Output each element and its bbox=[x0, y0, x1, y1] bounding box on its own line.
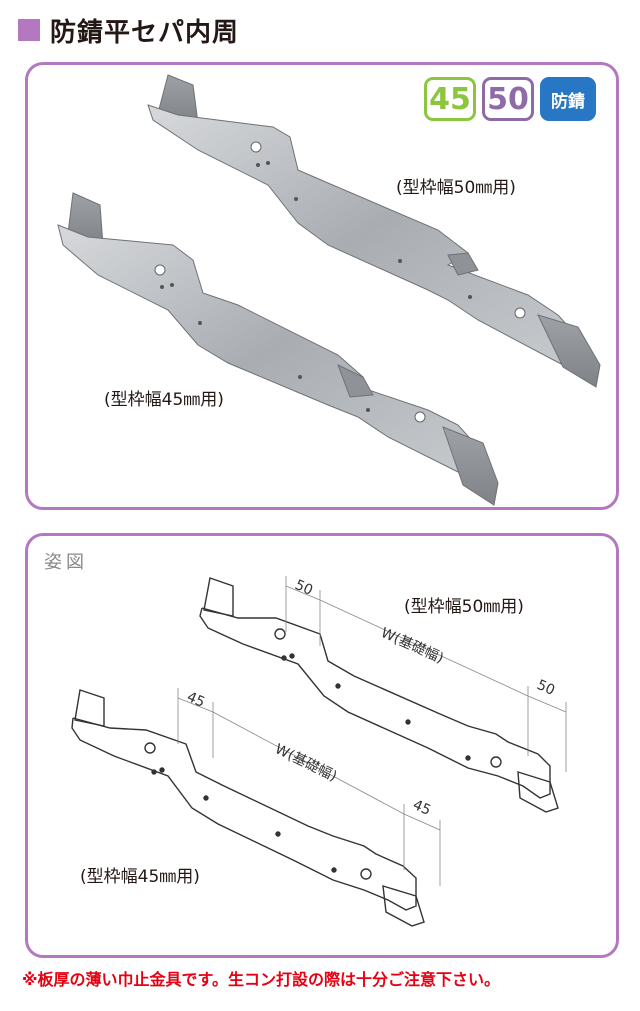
w-label-lower: W(基礎幅) bbox=[272, 740, 339, 785]
badge-rustproof: 防錆 bbox=[540, 77, 596, 121]
diagram-label-45: (型枠幅45㎜用) bbox=[80, 867, 200, 887]
photo-label-50: (型枠幅50㎜用) bbox=[396, 178, 516, 198]
w-label-upper: W(基礎幅) bbox=[378, 624, 446, 667]
spec-badges: 45 50 防錆 bbox=[424, 77, 596, 121]
bracket-45-drawing bbox=[71, 689, 425, 927]
diagram-label-50: (型枠幅50㎜用) bbox=[404, 597, 524, 617]
dim-45-left: 45 bbox=[184, 689, 207, 711]
dim-45-right: 45 bbox=[410, 797, 433, 819]
caution-note: ※板厚の薄い巾止金具です。生コン打設の際は十分ご注意下さい。 bbox=[22, 970, 500, 989]
product-photo-panel: 45 50 防錆 bbox=[25, 62, 619, 510]
bracket-45-photo bbox=[57, 192, 499, 506]
diagram-section-title: 姿図 bbox=[44, 552, 88, 573]
bracket-50-drawing bbox=[199, 577, 559, 813]
badge-45: 45 bbox=[424, 77, 476, 121]
product-photo bbox=[57, 74, 601, 506]
bracket-50-photo bbox=[147, 74, 601, 388]
dim-50-right: 50 bbox=[534, 677, 557, 699]
page-header: 防錆平セパ内周 bbox=[10, 10, 239, 50]
page-title: 防錆平セパ内周 bbox=[50, 17, 240, 48]
diagram-panel: 姿図 50 W(基礎幅) 50 bbox=[25, 533, 619, 958]
photo-label-45: (型枠幅45㎜用) bbox=[104, 390, 224, 410]
title-marker bbox=[18, 19, 40, 41]
dim-50-left: 50 bbox=[292, 577, 315, 599]
line-diagram: 50 W(基礎幅) 50 45 W(基礎幅) 45 bbox=[71, 576, 567, 927]
badge-50: 50 bbox=[482, 77, 534, 121]
